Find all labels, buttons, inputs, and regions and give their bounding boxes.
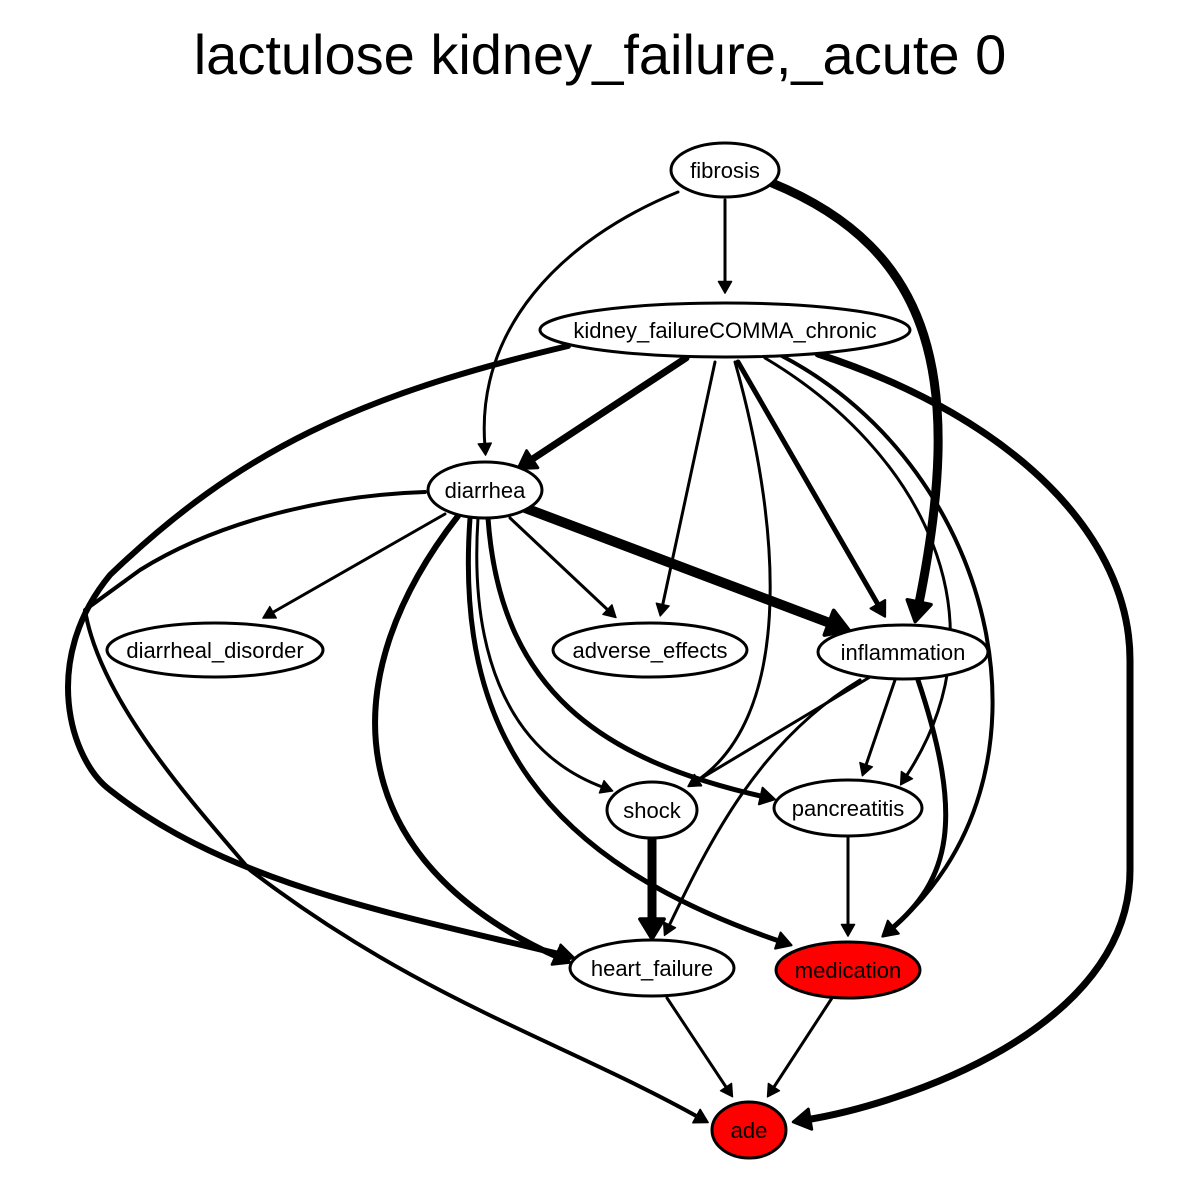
node-fibrosis[interactable]: fibrosis bbox=[669, 141, 781, 199]
edge-arrowhead-diarrhea-medication bbox=[774, 931, 793, 950]
node-diarrhea[interactable]: diarrhea bbox=[426, 460, 544, 520]
edge-kfc-to-pancreatitis bbox=[763, 356, 952, 780]
edge-arrowhead-inflammation-heart_failure bbox=[662, 921, 677, 937]
node-label-kfc: kidney_failureCOMMA_chronic bbox=[573, 318, 876, 343]
edge-arrowhead-shock-heart_failure bbox=[638, 917, 666, 941]
edge-kfc-to-inflammation bbox=[735, 359, 883, 611]
edge-arrowhead-medication-ade bbox=[766, 1082, 781, 1098]
edge-inflammation-to-medication bbox=[887, 677, 949, 933]
edge-diarrhea-to-inflammation bbox=[520, 503, 840, 630]
edge-arrowhead-diarrhea-heart_failure bbox=[550, 946, 572, 966]
node-label-shock: shock bbox=[623, 798, 681, 823]
node-label-fibrosis: fibrosis bbox=[690, 158, 760, 183]
node-shape-heart_failure bbox=[568, 938, 736, 998]
node-adverse_effects[interactable]: adverse_effects bbox=[551, 621, 749, 679]
edge-arrowhead-fibrosis-kfc bbox=[717, 280, 733, 294]
edge-arrowhead-diarrhea-ade bbox=[692, 1108, 709, 1124]
edge-arrowhead-kfc-diarrhea bbox=[516, 449, 540, 471]
node-shape-inflammation bbox=[816, 623, 990, 681]
edge-kfc-to-diarrhea bbox=[524, 354, 690, 466]
node-shape-fibrosis bbox=[669, 141, 781, 199]
diagram-title: lactulose kidney_failure,_acute 0 bbox=[193, 23, 1007, 86]
edge-arrowhead-diarrhea-adverse_effects bbox=[602, 604, 617, 619]
node-diarrheal_disorder[interactable]: diarrheal_disorder bbox=[105, 621, 325, 679]
edge-inflammation-to-heart_failure bbox=[666, 678, 862, 930]
edge-arrowhead-kfc-adverse_effects bbox=[655, 602, 670, 617]
node-ade[interactable]: ade bbox=[710, 1100, 788, 1160]
edge-arrowhead-kfc-ade bbox=[791, 1107, 814, 1131]
edge-fibrosis-to-inflammation bbox=[767, 178, 943, 613]
edge-arrowhead-fibrosis-diarrhea bbox=[477, 442, 492, 456]
node-shape-adverse_effects bbox=[551, 621, 749, 679]
node-shape-medication bbox=[774, 940, 922, 1000]
edges-layer bbox=[65, 178, 1134, 1131]
edge-arrowhead-inflammation-shock bbox=[687, 773, 703, 787]
node-heart_failure[interactable]: heart_failure bbox=[568, 938, 736, 998]
edge-arrowhead-inflammation-medication bbox=[881, 919, 900, 938]
node-shape-pancreatitis bbox=[772, 778, 924, 838]
edge-diarrhea-to-adverse_effects bbox=[508, 516, 612, 614]
node-shock[interactable]: shock bbox=[605, 780, 699, 840]
node-label-diarrhea: diarrhea bbox=[445, 478, 526, 503]
edge-diarrhea-to-shock bbox=[475, 516, 607, 790]
node-shape-diarrheal_disorder bbox=[105, 621, 325, 679]
edge-arrowhead-kfc-inflammation bbox=[869, 599, 887, 618]
node-label-adverse_effects: adverse_effects bbox=[573, 638, 728, 663]
node-shape-ade bbox=[710, 1100, 788, 1160]
edge-arrowhead-pancreatitis-medication bbox=[840, 923, 856, 937]
edge-arrowhead-heart_failure-ade bbox=[719, 1082, 734, 1098]
node-label-pancreatitis: pancreatitis bbox=[792, 796, 905, 821]
node-inflammation[interactable]: inflammation bbox=[816, 623, 990, 681]
node-medication[interactable]: medication bbox=[774, 940, 922, 1000]
node-kfc[interactable]: kidney_failureCOMMA_chronic bbox=[538, 301, 912, 359]
node-label-heart_failure: heart_failure bbox=[591, 956, 713, 981]
edge-kfc-to-ade bbox=[801, 350, 1134, 1124]
edge-kfc-to-shock bbox=[693, 360, 772, 784]
edge-arrowhead-kfc-pancreatitis bbox=[899, 770, 914, 786]
node-label-ade: ade bbox=[731, 1118, 768, 1143]
edge-arrowhead-diarrhea-inflammation bbox=[822, 608, 851, 637]
edge-diarrhea-to-ade bbox=[83, 490, 702, 1120]
nodes-layer: fibrosis kidney_failureCOMMA_chronicdiarr… bbox=[105, 141, 990, 1160]
edge-diarrhea-to-medication bbox=[465, 515, 785, 945]
edge-fibrosis-to-diarrhea bbox=[482, 190, 680, 449]
edge-arrowhead-diarrhea-pancreatitis bbox=[757, 786, 776, 806]
node-label-inflammation: inflammation bbox=[841, 640, 966, 665]
edge-heart_failure-to-ade bbox=[665, 996, 730, 1092]
edge-inflammation-to-shock bbox=[693, 675, 872, 784]
edge-arrowhead-diarrhea-diarrheal_disorder bbox=[262, 605, 277, 619]
edge-kfc-to-heart_failure bbox=[65, 343, 571, 958]
edge-arrowhead-inflammation-pancreatitis bbox=[859, 761, 874, 777]
node-shape-kfc bbox=[538, 301, 912, 359]
node-pancreatitis[interactable]: pancreatitis bbox=[772, 778, 924, 838]
edge-diarrhea-to-diarrheal_disorder bbox=[268, 512, 447, 616]
node-shape-diarrhea bbox=[426, 460, 544, 520]
edge-diarrhea-to-heart_failure bbox=[372, 513, 563, 961]
node-label-diarrheal_disorder: diarrheal_disorder bbox=[126, 638, 303, 663]
edge-arrowhead-fibrosis-inflammation bbox=[905, 597, 933, 624]
node-label-medication: medication bbox=[795, 958, 901, 983]
edge-kfc-to-medication bbox=[780, 354, 995, 932]
node-shape-shock bbox=[605, 780, 699, 840]
edge-inflammation-to-pancreatitis bbox=[863, 678, 897, 770]
edge-arrowhead-diarrhea-shock bbox=[598, 779, 614, 794]
edge-medication-to-ade bbox=[770, 996, 834, 1092]
